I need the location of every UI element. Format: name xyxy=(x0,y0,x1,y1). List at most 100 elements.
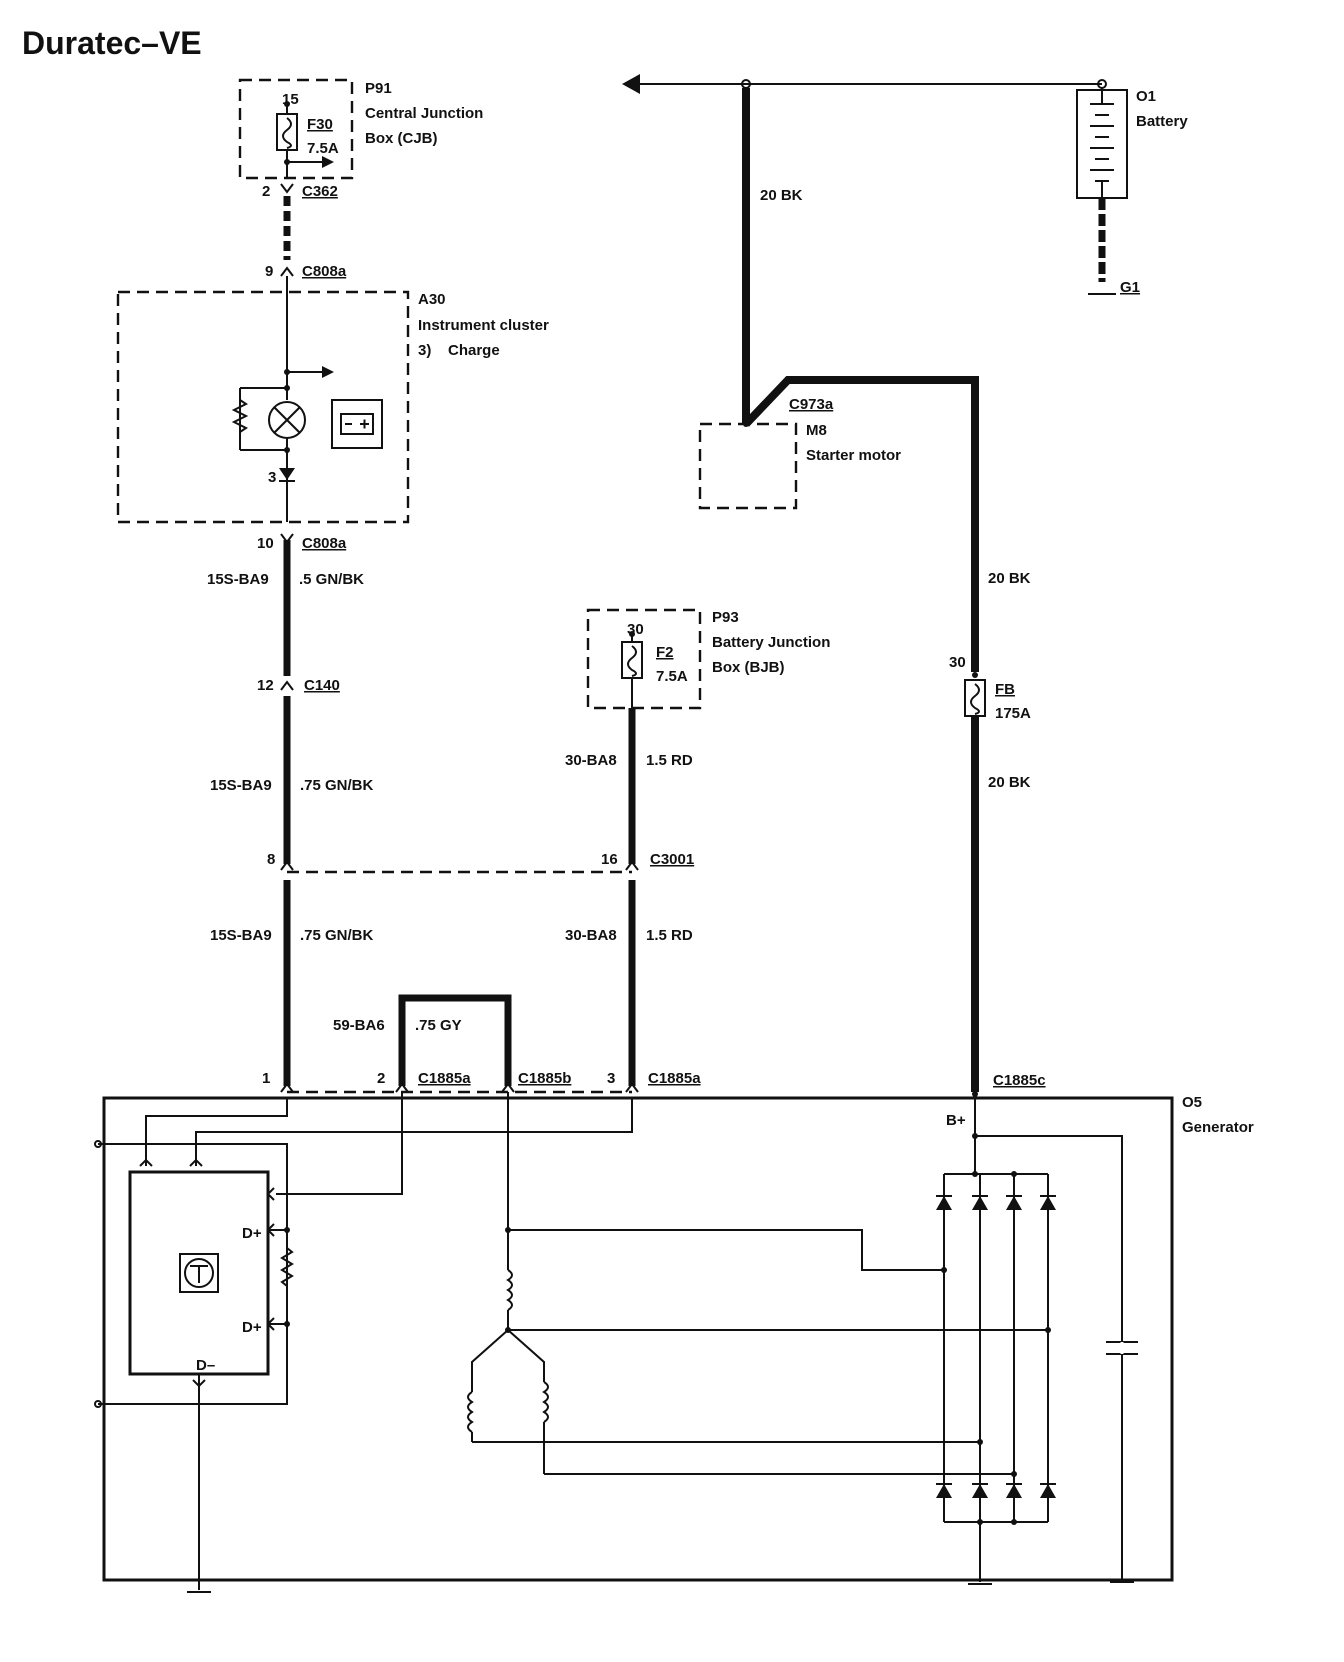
fb-fuse: 30 FB 175A xyxy=(949,654,1031,722)
p93-box-outline xyxy=(586,608,702,710)
a30-arrow-icon xyxy=(322,366,334,378)
wire5-circuit: 30-BA8 xyxy=(565,927,617,944)
wire7-spec: 20 BK xyxy=(760,187,803,204)
p91-pin: 15 xyxy=(282,91,299,108)
o1-name: Battery xyxy=(1136,113,1188,130)
p91-name-line1: Central Junction xyxy=(365,105,483,122)
stator-winding-left-icon xyxy=(467,1391,474,1433)
a30-resistor-icon xyxy=(231,399,249,433)
c808a-top-pin: 9 xyxy=(265,263,273,280)
wire-59-ba6 xyxy=(398,994,512,1086)
connector-c140: 12 C140 xyxy=(257,677,340,694)
a30-name-line1: Instrument cluster xyxy=(418,317,549,334)
stator-winding-top-icon xyxy=(506,1269,513,1311)
rectifier-diodes-lower xyxy=(936,1483,1056,1498)
f2-fuse-rating: 7.5A xyxy=(656,668,688,685)
p91-name-line2: Box (CJB) xyxy=(365,130,438,147)
wire8-spec: 20 BK xyxy=(988,570,1031,587)
diode-icon xyxy=(1006,1196,1022,1210)
p91-box-outline xyxy=(238,78,354,180)
c1885a-name-right: C1885a xyxy=(648,1070,701,1087)
p93-pin: 30 xyxy=(627,621,644,638)
rectifier-diodes-upper xyxy=(936,1195,1056,1210)
diode-icon xyxy=(1040,1484,1056,1498)
p91-central-junction-box: 15 F30 7.5A P91 Central Junction Box (CJ… xyxy=(238,78,483,180)
p91-id: P91 xyxy=(365,80,392,97)
m8-id: M8 xyxy=(806,422,827,439)
connector-c808a-bottom: 10 C808a xyxy=(257,533,347,552)
wire-20bk-starter-fb xyxy=(743,376,979,672)
c808a-bottom-name: C808a xyxy=(302,535,347,552)
m8-starter-motor: C973a M8 Starter motor xyxy=(698,396,901,510)
wire1-spec: .5 GN/BK xyxy=(299,571,364,588)
dplus2-label: D+ xyxy=(242,1319,262,1336)
wire6-circuit: 59-BA6 xyxy=(333,1017,385,1034)
c1885c-name: C1885c xyxy=(993,1072,1046,1089)
c1885b-name: C1885b xyxy=(518,1070,571,1087)
fb-pin: 30 xyxy=(949,654,966,671)
p93-name-line1: Battery Junction xyxy=(712,634,830,651)
p93-id: P93 xyxy=(712,609,739,626)
diode-icon xyxy=(936,1196,952,1210)
o1-id: O1 xyxy=(1136,88,1156,105)
o5-name: Generator xyxy=(1182,1119,1254,1136)
o5-generator: O5 Generator D+ D+ D– xyxy=(94,1092,1254,1593)
c808a-top-name: C808a xyxy=(302,263,347,280)
m8-box-outline xyxy=(698,422,798,510)
battery-feed-arrow-icon xyxy=(622,74,640,94)
wire1-circuit: 15S-BA9 xyxy=(207,571,269,588)
battery-charge-icon xyxy=(331,399,383,449)
o1-battery: O1 Battery G1 xyxy=(622,74,1188,296)
o5-id: O5 xyxy=(1182,1094,1202,1111)
fb-fuse-icon xyxy=(964,679,986,717)
wire2-circuit: 15S-BA9 xyxy=(210,777,272,794)
c1885a-pin1: 1 xyxy=(262,1070,270,1087)
a30-name-line2: 3) Charge xyxy=(418,342,500,359)
c3001-right-pin: 16 xyxy=(601,851,618,868)
c808a-bottom-pin: 10 xyxy=(257,535,274,552)
c1885a-pin2: 2 xyxy=(377,1070,385,1087)
wire3-circuit: 15S-BA9 xyxy=(210,927,272,944)
diode-icon xyxy=(972,1196,988,1210)
wire4-circuit: 30-BA8 xyxy=(565,752,617,769)
bplus-label: B+ xyxy=(946,1112,966,1129)
c3001-left-pin: 8 xyxy=(267,851,275,868)
f30-fuse-rating: 7.5A xyxy=(307,140,339,157)
fb-fuse-id: FB xyxy=(995,681,1015,698)
regulator-transistor-icon xyxy=(179,1253,219,1293)
c1885a-name-left: C1885a xyxy=(418,1070,471,1087)
g1-id: G1 xyxy=(1120,279,1140,296)
connector-c808a-top: 9 C808a xyxy=(265,263,347,280)
f2-fuse-icon xyxy=(621,641,643,679)
m8-name: Starter motor xyxy=(806,447,901,464)
a30-instrument-cluster: 3 A30 Instrument cluster 3) Charge xyxy=(116,276,549,524)
a30-box-outline xyxy=(116,290,410,524)
diode-icon xyxy=(936,1484,952,1498)
a30-diode-icon xyxy=(279,468,295,480)
connector-c362: 2 C362 xyxy=(262,183,338,200)
c1885a-pin3: 3 xyxy=(607,1070,615,1087)
f2-fuse-id: F2 xyxy=(656,644,674,661)
wire6-spec: .75 GY xyxy=(415,1017,462,1034)
diagram-title: Duratec–VE xyxy=(22,25,202,61)
wire4-spec: 1.5 RD xyxy=(646,752,693,769)
dminus-label: D– xyxy=(196,1357,215,1374)
wire3-spec: .75 GN/BK xyxy=(300,927,374,944)
c362-pin: 2 xyxy=(262,183,270,200)
c140-pin: 12 xyxy=(257,677,274,694)
field-winding-icon xyxy=(280,1247,294,1287)
m8-connector: C973a xyxy=(789,396,834,413)
a30-id: A30 xyxy=(418,291,446,308)
generator-housing xyxy=(102,1096,1174,1582)
f30-fuse-id: F30 xyxy=(307,116,333,133)
f30-fuse-icon xyxy=(276,113,298,151)
stator-winding-right-icon xyxy=(542,1381,549,1423)
p91-arrow-icon xyxy=(322,156,334,168)
c140-name: C140 xyxy=(304,677,340,694)
diode-icon xyxy=(972,1484,988,1498)
wire5-spec: 1.5 RD xyxy=(646,927,693,944)
dplus1-label: D+ xyxy=(242,1225,262,1242)
c3001-name: C3001 xyxy=(650,851,694,868)
p93-battery-junction-box: 30 F2 7.5A P93 Battery Junction Box (BJB… xyxy=(586,608,830,710)
